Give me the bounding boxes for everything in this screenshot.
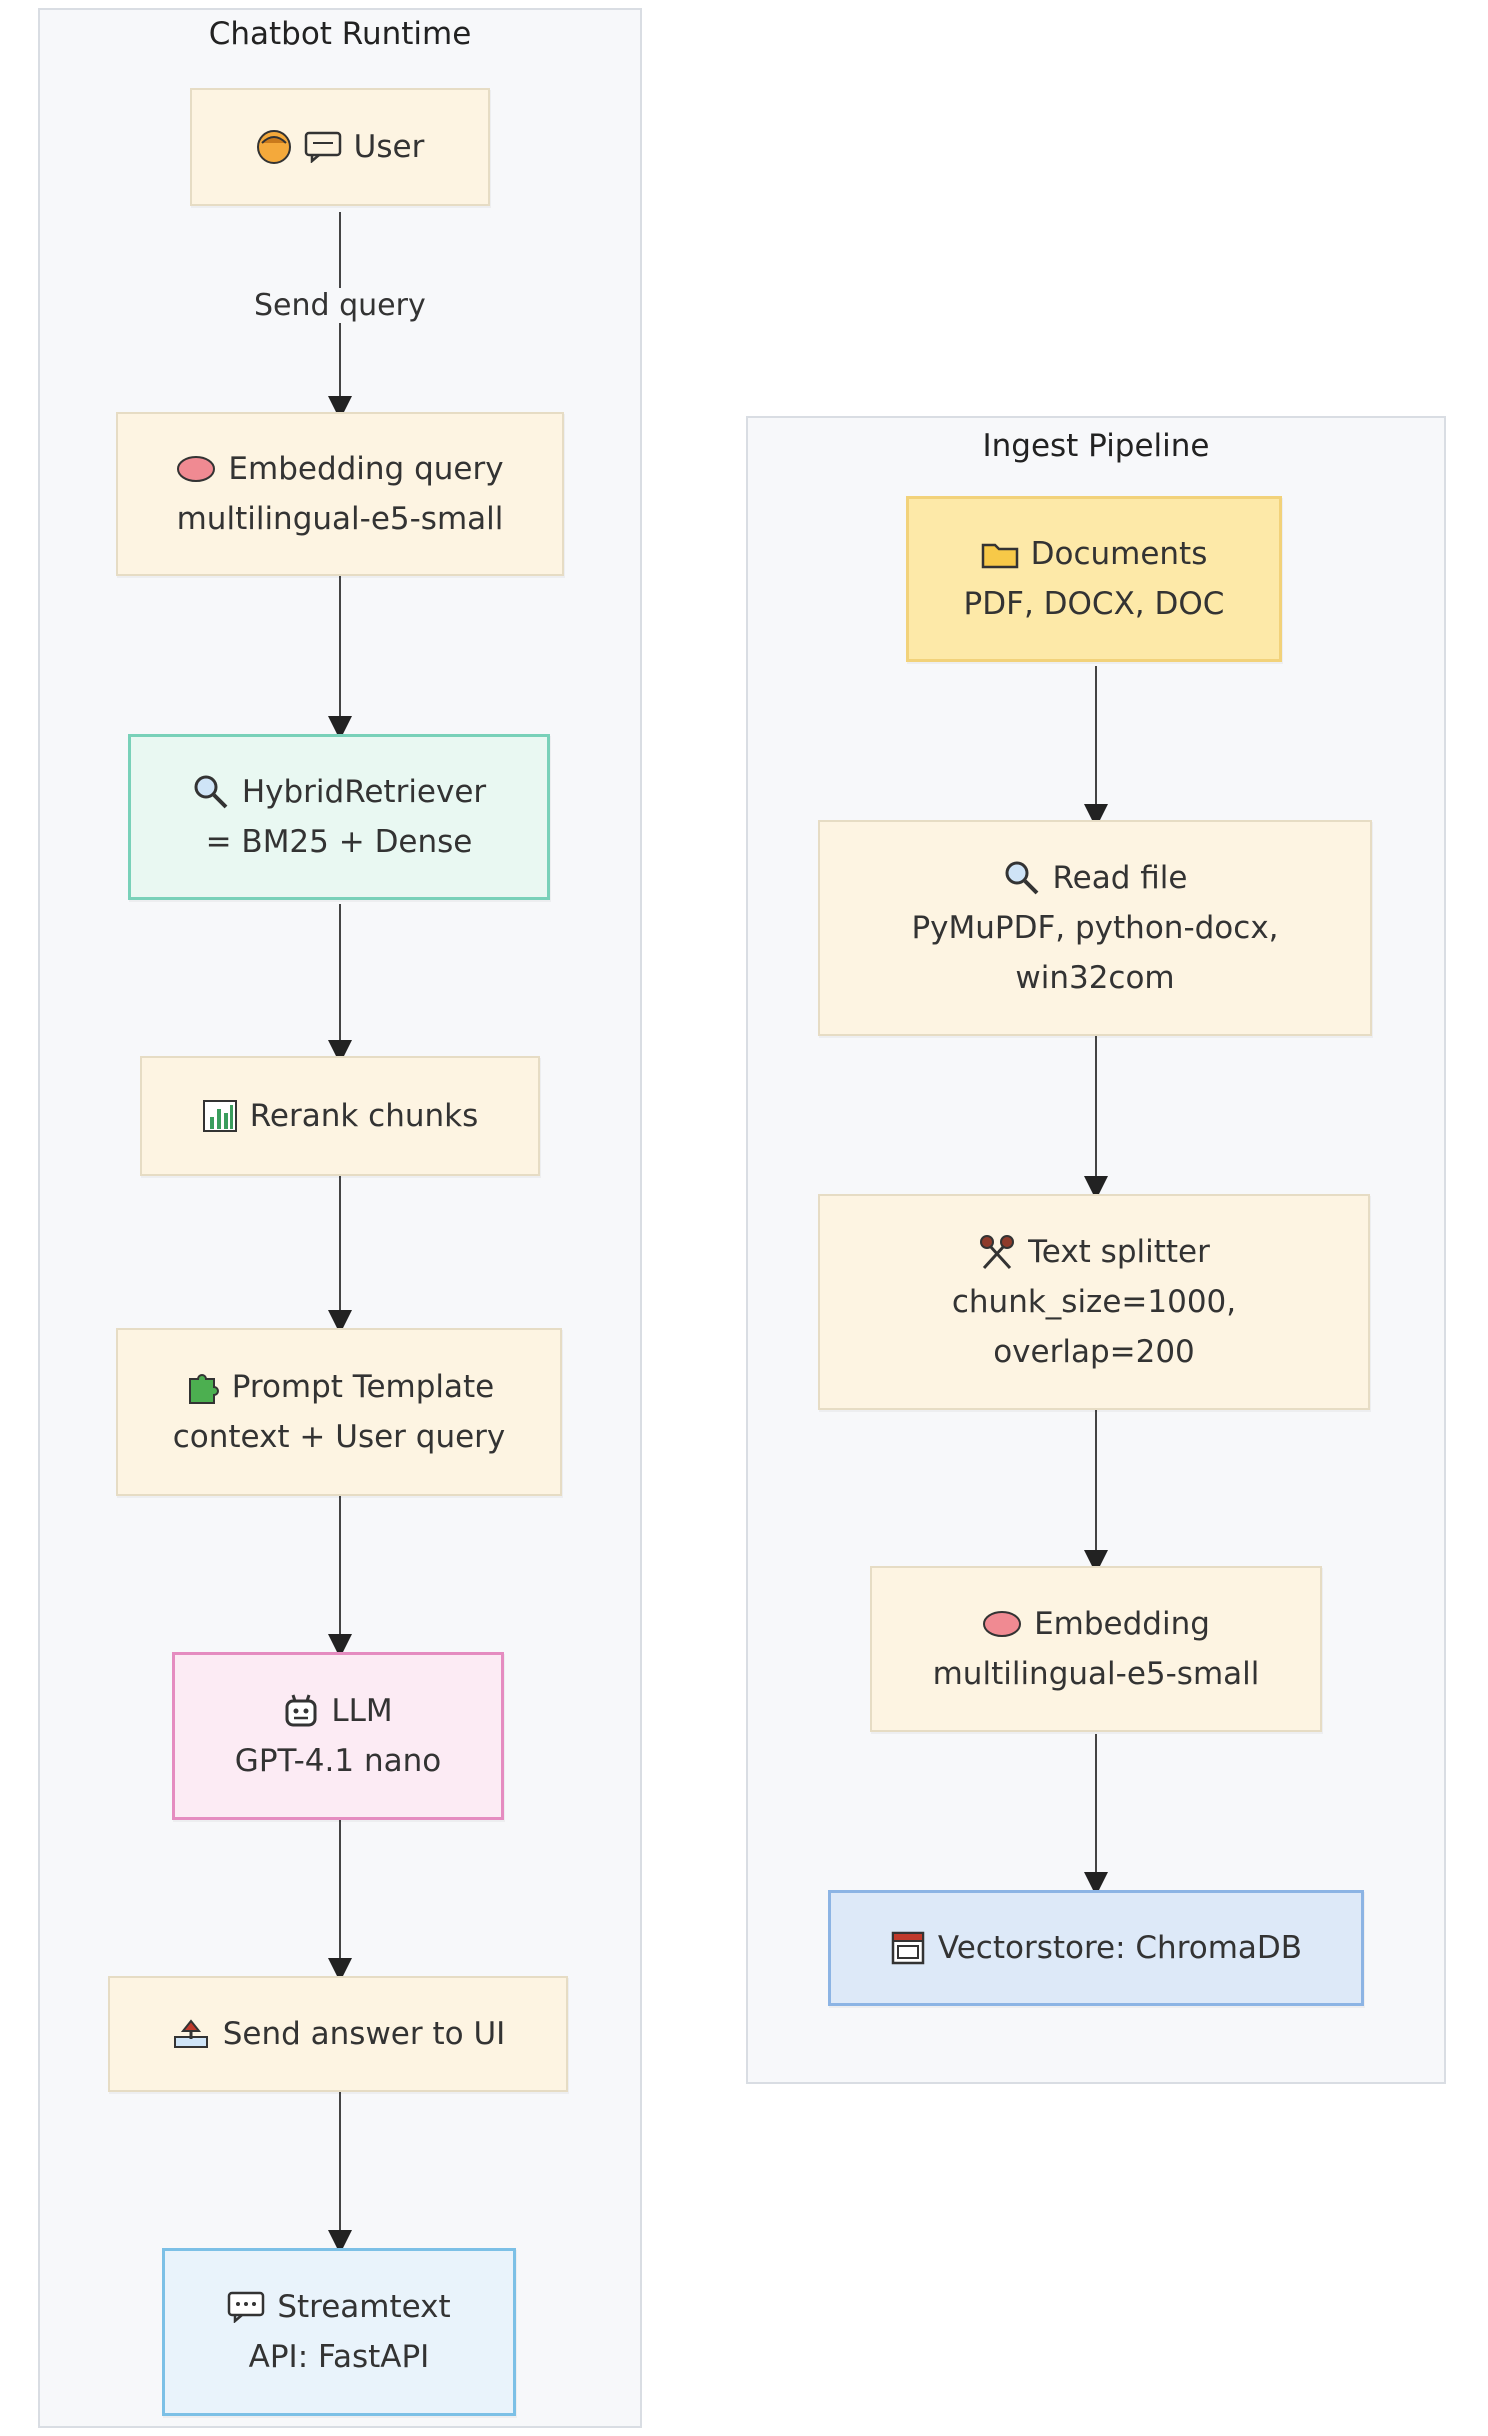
hybrid-retriever-node[interactable]: HybridRetriever = BM25 + Dense — [128, 734, 550, 900]
database-icon — [890, 1930, 926, 1966]
embedding-query-title: Embedding query — [228, 451, 504, 487]
user-label: User — [353, 129, 425, 165]
cluster-title-ingest: Ingest Pipeline — [982, 428, 1210, 464]
streamtext-node[interactable]: Streamtext API: FastAPI — [162, 2248, 516, 2416]
read-file-libs-cont: win32com — [1015, 960, 1175, 996]
edge-label-send-query: Send query — [250, 288, 430, 323]
rerank-chunks-node[interactable]: Rerank chunks — [140, 1056, 540, 1176]
embedding-query-node[interactable]: Embedding query multilingual-e5-small — [116, 412, 564, 576]
scissors-icon — [978, 1233, 1016, 1271]
send-answer-label: Send answer to UI — [222, 2016, 506, 2052]
send-answer-node[interactable]: Send answer to UI — [108, 1976, 568, 2092]
embedding-node[interactable]: Embedding multilingual-e5-small — [870, 1566, 1322, 1732]
streamtext-api: API: FastAPI — [248, 2339, 430, 2375]
documents-title: Documents — [1030, 536, 1208, 572]
magnifier-icon — [192, 773, 230, 811]
embedding-title: Embedding — [1034, 1606, 1210, 1642]
prompt-template-detail: context + User query — [172, 1419, 506, 1455]
text-splitter-chunk-size: chunk_size=1000, — [951, 1284, 1237, 1320]
streamtext-title: Streamtext — [277, 2289, 451, 2325]
user-node[interactable]: User — [190, 88, 490, 206]
rerank-chunks-label: Rerank chunks — [249, 1098, 479, 1134]
bar-chart-icon — [202, 1099, 238, 1133]
text-splitter-title: Text splitter — [1028, 1234, 1210, 1270]
documents-node[interactable]: Documents PDF, DOCX, DOC — [906, 496, 1282, 662]
text-splitter-overlap: overlap=200 — [993, 1334, 1195, 1370]
brain-icon — [982, 1609, 1022, 1639]
magnifier-icon — [1003, 859, 1041, 897]
chat-bubble-icon — [227, 2291, 265, 2323]
puzzle-icon — [184, 1369, 220, 1405]
hybrid-retriever-title: HybridRetriever — [241, 774, 487, 810]
hybrid-retriever-formula: = BM25 + Dense — [205, 824, 473, 860]
user-face-icon — [256, 129, 292, 165]
folder-icon — [981, 539, 1019, 569]
vectorstore-label: Vectorstore: ChromaDB — [937, 1930, 1303, 1966]
brain-icon — [176, 454, 216, 484]
vectorstore-node[interactable]: Vectorstore: ChromaDB — [828, 1890, 1364, 2006]
speech-bubble-icon — [304, 131, 342, 163]
prompt-template-node[interactable]: Prompt Template context + User query — [116, 1328, 562, 1496]
llm-node[interactable]: LLM GPT-4.1 nano — [172, 1652, 504, 1820]
embedding-query-model: multilingual-e5-small — [176, 501, 504, 537]
read-file-title: Read file — [1052, 860, 1188, 896]
send-tray-icon — [171, 2017, 211, 2051]
robot-icon — [283, 1693, 319, 1729]
text-splitter-node[interactable]: Text splitter chunk_size=1000, overlap=2… — [818, 1194, 1370, 1410]
read-file-libs: PyMuPDF, python-docx, — [911, 910, 1279, 946]
prompt-template-title: Prompt Template — [231, 1369, 495, 1405]
llm-model: GPT-4.1 nano — [234, 1743, 442, 1779]
documents-formats: PDF, DOCX, DOC — [963, 586, 1225, 622]
embedding-model: multilingual-e5-small — [932, 1656, 1260, 1692]
llm-title: LLM — [331, 1693, 393, 1729]
cluster-title-runtime: Chatbot Runtime — [208, 16, 472, 52]
read-file-node[interactable]: Read file PyMuPDF, python-docx, win32com — [818, 820, 1372, 1036]
